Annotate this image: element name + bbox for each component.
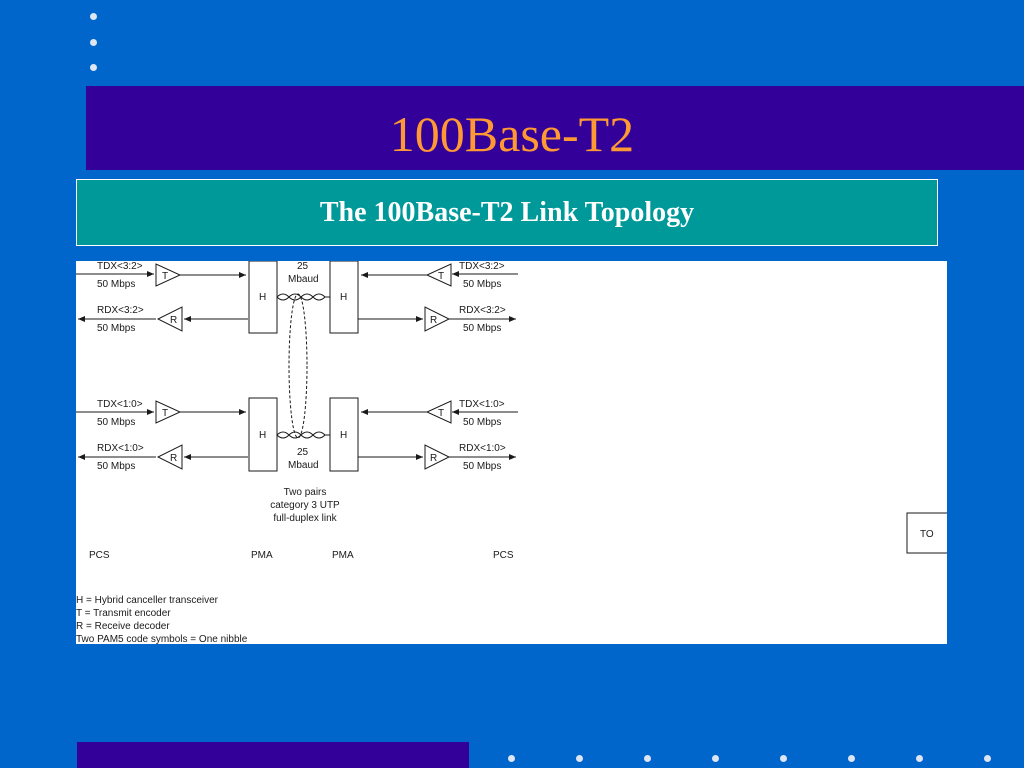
upper-left-hybrid (248, 261, 278, 334)
decor-dot (90, 13, 97, 20)
upper-left-transmit-encoder (155, 263, 182, 287)
upper-left-r-label: R (170, 315, 177, 326)
upper-left-t-label: T (162, 271, 168, 282)
decor-dot (780, 755, 787, 762)
layer-pcs-left: PCS (89, 550, 110, 561)
upper-left-receive-decoder (156, 306, 183, 332)
lower-left-h-label: H (259, 430, 266, 441)
upper-left-tdx-label: TDX<3:2> (97, 261, 143, 272)
lower-left-tdx-label: TDX<1:0> (97, 399, 143, 410)
decor-dot (644, 755, 651, 762)
upper-right-rdx-label: RDX<3:2> (459, 305, 506, 316)
decor-dot (90, 64, 97, 71)
lower-left-receive-decoder (156, 444, 183, 470)
to-box (906, 512, 947, 554)
layer-pma-right: PMA (332, 550, 354, 561)
lower-left-r-label: R (170, 453, 177, 464)
upper-right-tdx-rate: 50 Mbps (463, 279, 501, 290)
to-label: TO (920, 529, 934, 540)
lower-left-rdx-label: RDX<1:0> (97, 443, 144, 454)
slide-title: 100Base-T2 (389, 106, 635, 162)
decor-dot (848, 755, 855, 762)
link-pair-ellipse (288, 293, 308, 439)
upper-left-h-label: H (259, 292, 266, 303)
lower-right-t-label: T (438, 408, 444, 419)
topology-diagram: TDX<3:2> 50 Mbps T RDX<3:2> 50 Mbps R H … (76, 261, 947, 644)
upper-right-rdx-rate: 50 Mbps (463, 323, 501, 334)
decor-dot (984, 755, 991, 762)
link-caption-line-3: full-duplex link (273, 513, 337, 524)
lower-left-t-label: T (162, 408, 168, 419)
upper-right-transmit-encoder (425, 263, 452, 287)
lower-right-transmit-encoder (425, 400, 452, 424)
upper-right-tdx-label: TDX<3:2> (459, 261, 505, 272)
lower-left-rdx-rate: 50 Mbps (97, 461, 135, 472)
upper-right-t-label: T (438, 271, 444, 282)
decor-dot (90, 39, 97, 46)
upper-right-receive-decoder (424, 306, 451, 332)
upper-baud-unit: Mbaud (288, 274, 319, 285)
lower-right-h-label: H (340, 430, 347, 441)
upper-right-h-label: H (340, 292, 347, 303)
lower-baud-number: 25 (297, 447, 309, 458)
title-band (86, 86, 1024, 170)
decor-dot (508, 755, 515, 762)
legend-line-3: R = Receive decoder (76, 621, 170, 632)
slide-subtitle: The 100Base-T2 Link Topology (319, 196, 695, 228)
upper-right-r-label: R (430, 315, 437, 326)
lower-right-rdx-label: RDX<1:0> (459, 443, 506, 454)
legend-line-4: Two PAM5 code symbols = One nibble (76, 634, 248, 644)
legend-line-2: T = Transmit encoder (76, 608, 171, 619)
link-caption-line-1: Two pairs (284, 487, 327, 498)
layer-pcs-right: PCS (493, 550, 514, 561)
subtitle-box: The 100Base-T2 Link Topology (76, 179, 938, 246)
lower-right-tdx-rate: 50 Mbps (463, 417, 501, 428)
upper-left-rdx-rate: 50 Mbps (97, 323, 135, 334)
legend-line-1: H = Hybrid canceller transceiver (76, 595, 219, 606)
decor-dot (916, 755, 923, 762)
lower-left-transmit-encoder (155, 400, 182, 424)
decor-dot (576, 755, 583, 762)
lower-baud-unit: Mbaud (288, 460, 319, 471)
topology-svg: TDX<3:2> 50 Mbps T RDX<3:2> 50 Mbps R H … (76, 261, 947, 644)
lower-right-rdx-rate: 50 Mbps (463, 461, 501, 472)
lower-right-tdx-label: TDX<1:0> (459, 399, 505, 410)
link-caption-line-2: category 3 UTP (270, 500, 340, 511)
upper-left-rdx-label: RDX<3:2> (97, 305, 144, 316)
layer-pma-left: PMA (251, 550, 273, 561)
upper-baud-number: 25 (297, 261, 309, 272)
lower-right-receive-decoder (424, 444, 451, 470)
lower-twisted-pair-b (276, 431, 330, 439)
lower-left-tdx-rate: 50 Mbps (97, 417, 135, 428)
decor-dot (712, 755, 719, 762)
lower-right-r-label: R (430, 453, 437, 464)
lower-left-hybrid (248, 397, 278, 472)
bottom-bar (77, 742, 469, 768)
upper-left-tdx-rate: 50 Mbps (97, 279, 135, 290)
